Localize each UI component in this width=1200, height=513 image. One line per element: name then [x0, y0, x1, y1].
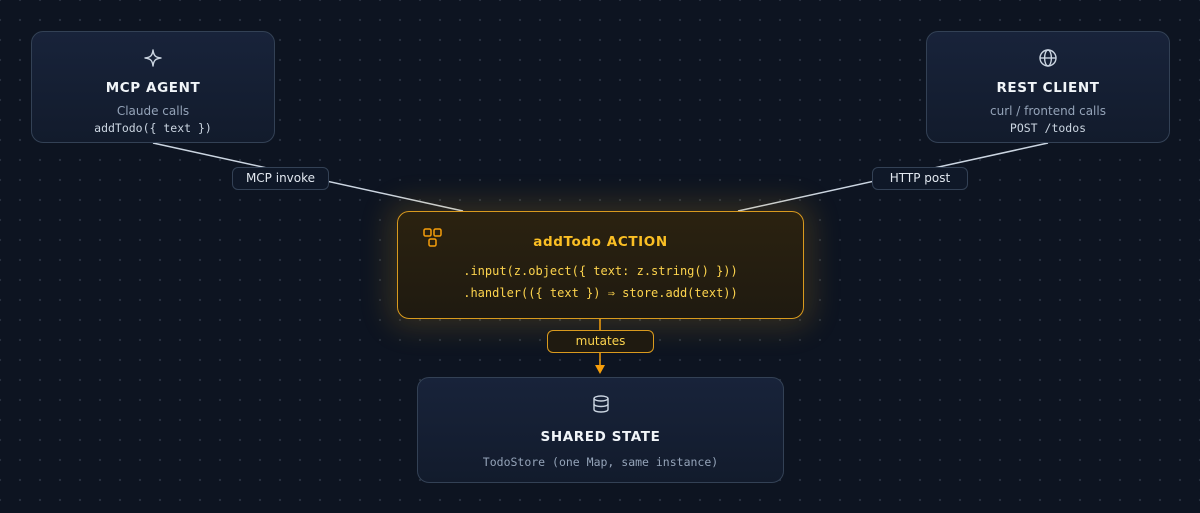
edge-label-http-post: HTTP post: [872, 167, 968, 190]
sparkle-icon: [143, 48, 163, 72]
rest-client-subtitle: curl / frontend calls: [990, 104, 1106, 118]
mcp-agent-node[interactable]: MCP AGENT Claude calls addTodo({ text }): [31, 31, 275, 143]
mcp-agent-code: addTodo({ text }): [94, 121, 212, 135]
mcp-agent-subtitle: Claude calls: [116, 104, 190, 118]
blocks-icon: [422, 227, 444, 253]
edge-label-mutates: mutates: [547, 330, 654, 353]
rest-client-node[interactable]: REST CLIENT curl / frontend calls POST /…: [926, 31, 1170, 143]
action-code-input: .input(z.object({ text: z.string() })): [463, 264, 738, 278]
shared-state-node[interactable]: SHARED STATE TodoStore (one Map, same in…: [417, 377, 784, 483]
arrowhead-down-icon: [595, 365, 605, 374]
shared-state-code: TodoStore (one Map, same instance): [482, 455, 719, 469]
database-icon: [591, 394, 611, 418]
edge-label-mcp-invoke: MCP invoke: [232, 167, 329, 190]
action-title: addTodo ACTION: [533, 234, 668, 250]
rest-client-title: REST CLIENT: [996, 80, 1100, 96]
rest-client-code: POST /todos: [1009, 121, 1087, 135]
mcp-agent-title: MCP AGENT: [105, 80, 201, 96]
action-code-handler: .handler(({ text }) ⇒ store.add(text)): [463, 286, 738, 300]
globe-icon: [1038, 48, 1058, 72]
shared-state-title: SHARED STATE: [540, 429, 661, 445]
add-todo-action-node[interactable]: addTodo ACTION .input(z.object({ text: z…: [397, 211, 804, 319]
